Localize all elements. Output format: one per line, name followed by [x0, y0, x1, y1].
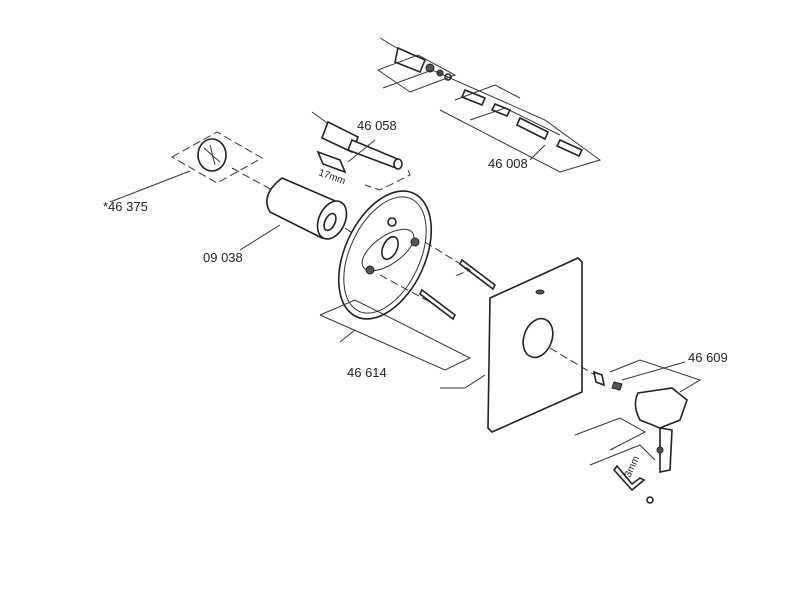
plate-screws: 46 614: [319, 241, 497, 389]
round-backplate: [337, 190, 433, 320]
cartridge: 46 058: [311, 111, 411, 191]
part-number-46375: *46 375: [103, 199, 148, 214]
part-number-46058: 46 058: [357, 118, 397, 133]
handle-assembly: 3mm 46 609: [574, 350, 728, 504]
square-faceplate: [487, 257, 596, 433]
part-number-09038: 09 038: [203, 250, 243, 265]
hex-key-size-label: 3mm: [623, 454, 642, 479]
sleeve-part: 09 038: [203, 177, 356, 265]
part-number-46008: 46 008: [488, 156, 528, 171]
cap-part: *46 375: [103, 131, 273, 214]
top-cartridge-assembly: 46 008: [377, 37, 602, 173]
part-number-46609: 46 609: [688, 350, 728, 365]
socket-17mm: 17mm: [316, 150, 347, 187]
part-number-46614: 46 614: [347, 365, 387, 380]
